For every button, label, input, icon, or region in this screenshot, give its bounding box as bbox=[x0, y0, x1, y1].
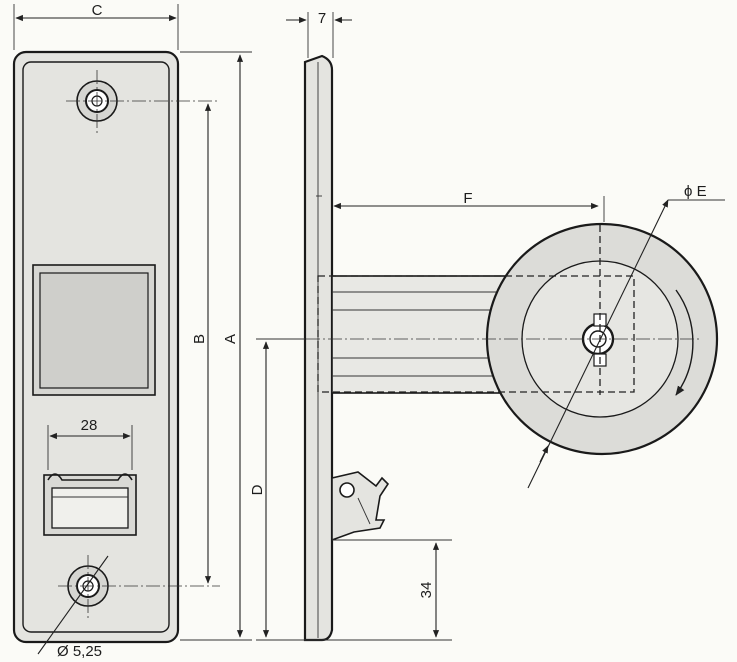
dim-d-label: D bbox=[249, 484, 266, 495]
dim-e bbox=[527, 199, 725, 489]
dim-34 bbox=[332, 539, 452, 638]
bottom-screw-hole bbox=[37, 555, 220, 655]
strap-window bbox=[32, 264, 156, 396]
dim-7 bbox=[286, 12, 352, 58]
dim-28 bbox=[47, 425, 133, 470]
hole-diameter-label: Ø 5,25 bbox=[57, 643, 102, 660]
dim-e-label: ϕ E bbox=[684, 183, 707, 200]
dim-f-label: F bbox=[463, 190, 472, 207]
strap-slot bbox=[43, 473, 137, 536]
latch-bracket bbox=[331, 471, 390, 542]
dim-28-label: 28 bbox=[81, 417, 98, 434]
top-screw-hole bbox=[66, 70, 220, 134]
strap-housing bbox=[331, 275, 508, 394]
dim-a-label: A bbox=[222, 334, 239, 344]
dim-f bbox=[333, 196, 605, 222]
dim-7-label: 7 bbox=[318, 10, 326, 27]
dim-c-label: C bbox=[92, 2, 103, 19]
dim-a bbox=[180, 51, 252, 641]
dim-c bbox=[13, 4, 179, 50]
hidden-outline bbox=[317, 275, 635, 393]
dim-b-label: B bbox=[191, 334, 208, 344]
dim-d bbox=[256, 338, 452, 641]
dim-34-label: 34 bbox=[418, 582, 435, 599]
